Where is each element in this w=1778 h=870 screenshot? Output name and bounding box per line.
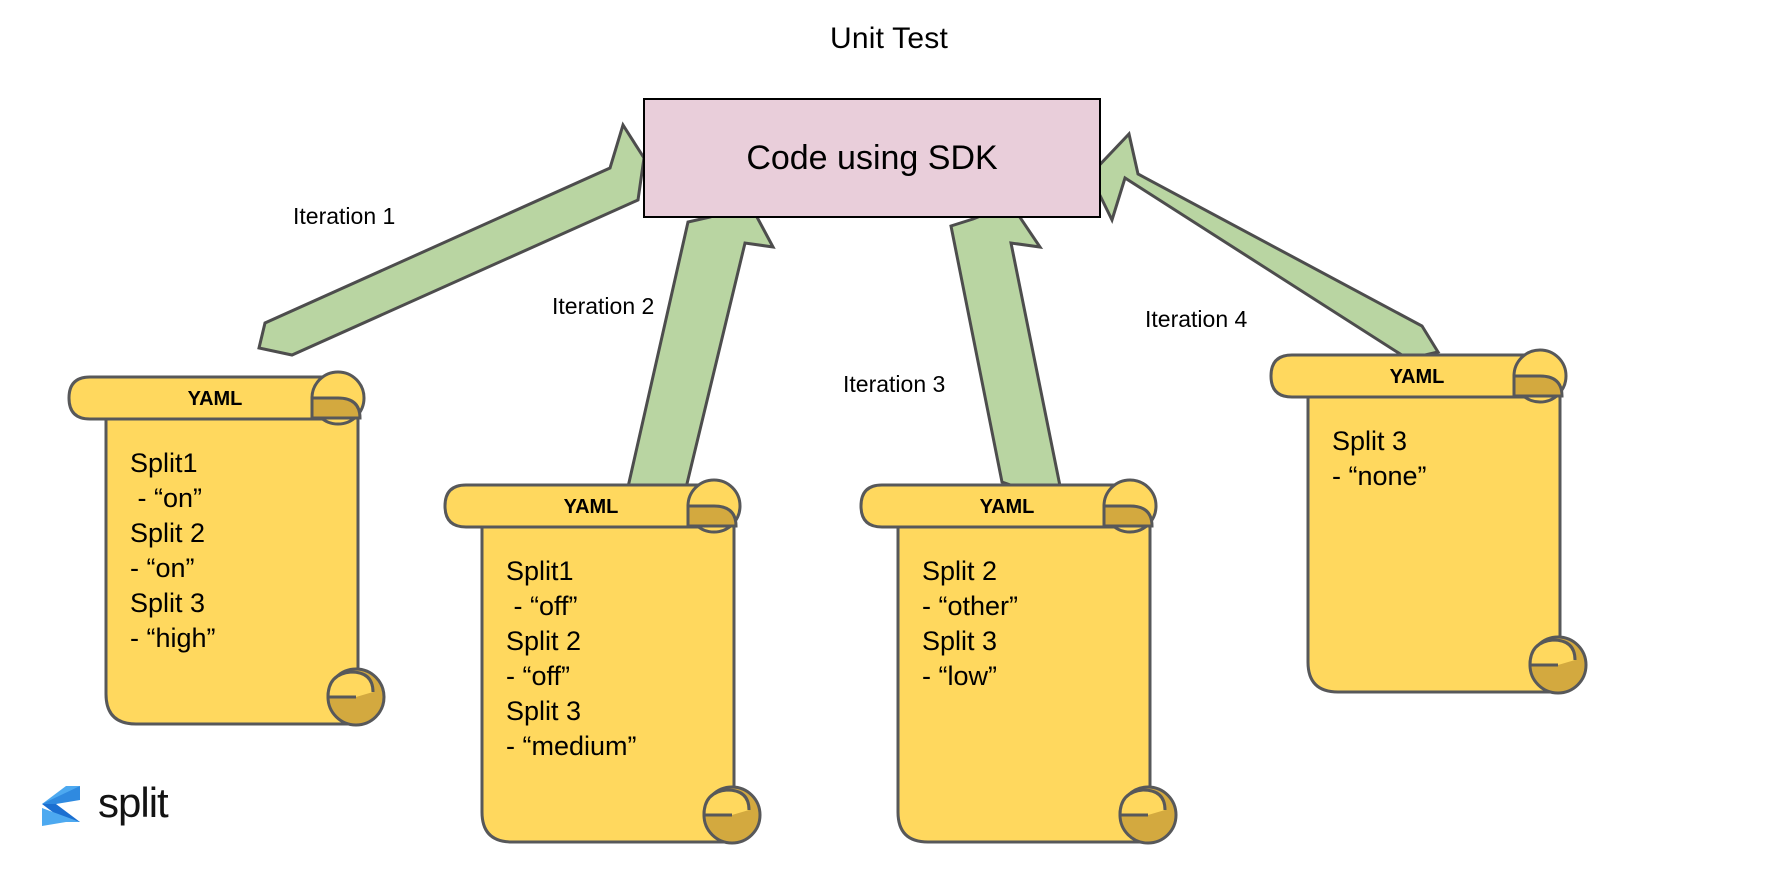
yaml-document-1-title: YAML bbox=[187, 388, 243, 410]
scroll-shape-2 bbox=[443, 478, 762, 845]
yaml-document-3: YAML Split 2 - “other” Split 3 - “low” bbox=[859, 478, 1190, 870]
yaml-document-4: YAML Split 3 - “none” bbox=[1269, 348, 1600, 740]
process-box-label: Code using SDK bbox=[746, 138, 998, 177]
scroll-shape-4 bbox=[1269, 348, 1588, 695]
scroll-shape-3 bbox=[859, 478, 1178, 845]
yaml-document-2-content: Split1 - “off” Split 2 - “off” Split 3 -… bbox=[506, 556, 637, 761]
edge-label-iteration-2: Iteration 2 bbox=[552, 293, 655, 319]
yaml-document-1: YAML Split1 - “on” Split 2 - “on” Split … bbox=[67, 370, 398, 740]
process-box: Code using SDK bbox=[643, 98, 1101, 218]
split-logo-icon bbox=[42, 786, 80, 826]
brand-logo: split bbox=[36, 779, 169, 830]
arrow-iteration-3 bbox=[949, 202, 1062, 494]
yaml-document-3-content: Split 2 - “other” Split 3 - “low” bbox=[922, 556, 1019, 691]
scroll-shape-1 bbox=[67, 370, 386, 727]
arrow-iteration-2 bbox=[626, 202, 776, 500]
yaml-document-4-title: YAML bbox=[1389, 366, 1445, 388]
edge-label-iteration-3: Iteration 3 bbox=[843, 371, 946, 397]
yaml-document-1-content: Split1 - “on” Split 2 - “on” Split 3 - “… bbox=[130, 448, 216, 653]
arrow-iteration-4 bbox=[1088, 130, 1441, 361]
page-title: Unit Test bbox=[830, 22, 948, 55]
yaml-document-2: YAML Split1 - “off” Split 2 - “off” Spli… bbox=[443, 478, 774, 870]
arrow-iteration-1 bbox=[257, 121, 646, 357]
yaml-document-2-title: YAML bbox=[563, 496, 619, 518]
yaml-document-4-content: Split 3 - “none” bbox=[1332, 426, 1427, 491]
brand-wordmark: split bbox=[98, 779, 169, 826]
edge-label-iteration-1: Iteration 1 bbox=[293, 203, 396, 229]
edge-label-iteration-4: Iteration 4 bbox=[1145, 306, 1248, 332]
yaml-document-3-title: YAML bbox=[979, 496, 1035, 518]
